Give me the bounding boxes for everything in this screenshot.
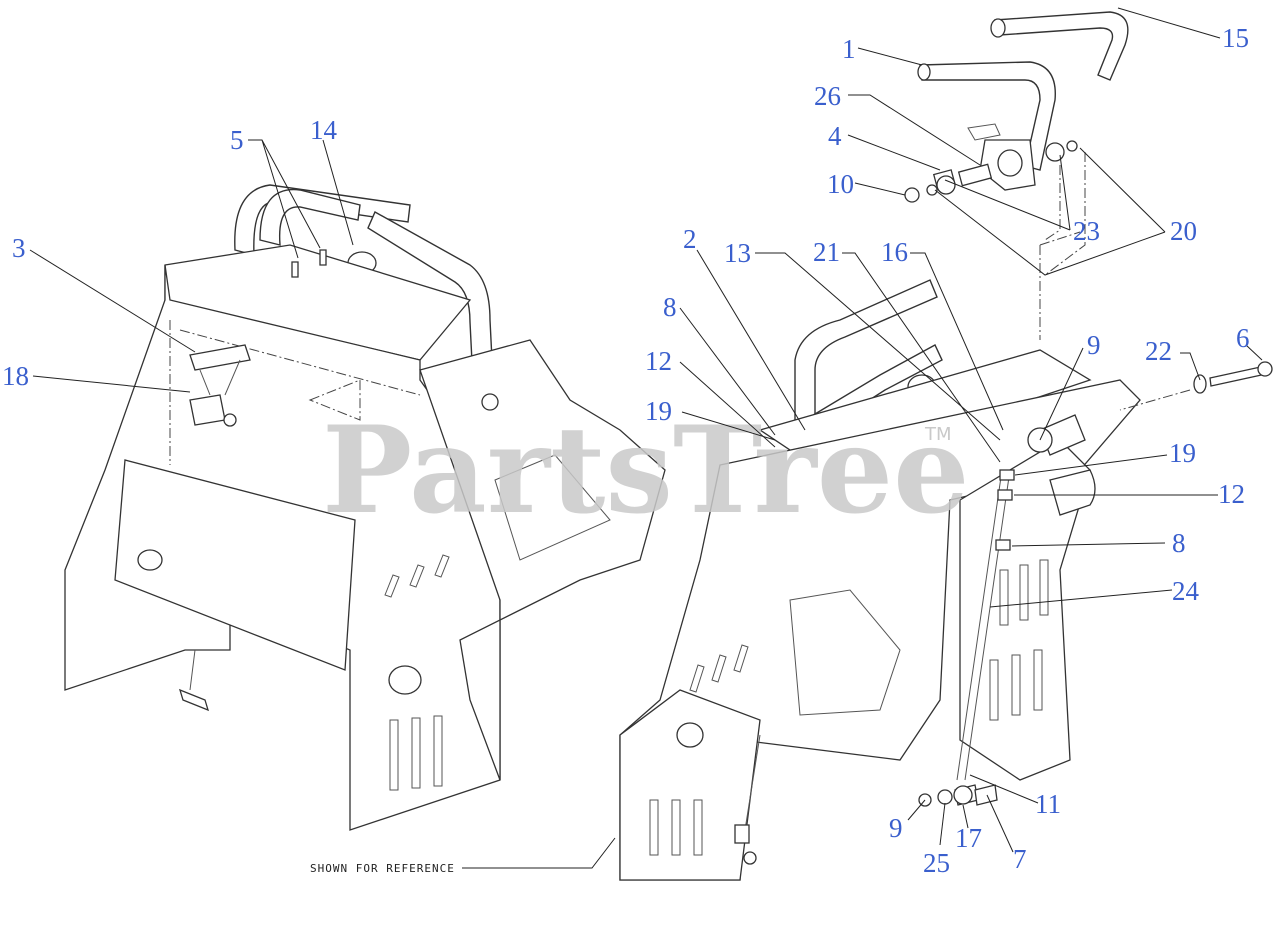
callout-21: 21 (813, 237, 840, 267)
reference-note-text: SHOWN FOR REFERENCE (310, 862, 455, 875)
callout-6: 6 (1236, 323, 1250, 353)
watermark: PartsTree TM (322, 400, 969, 541)
callout-16: 16 (881, 237, 908, 267)
watermark-text: PartsTree (322, 400, 969, 541)
callout-10: 10 (827, 169, 854, 199)
callout-15: 15 (1222, 23, 1249, 53)
callout-8-lower: 8 (1172, 528, 1186, 558)
watermark-tm: TM (924, 424, 952, 445)
callout-25: 25 (923, 848, 950, 878)
callout-26: 26 (814, 81, 841, 111)
callout-18: 18 (2, 361, 29, 391)
reference-note: SHOWN FOR REFERENCE (310, 837, 616, 875)
callout-12-lower: 12 (1218, 479, 1245, 509)
callout-4: 4 (828, 121, 842, 151)
callout-11: 11 (1035, 789, 1061, 819)
callout-17: 17 (955, 823, 982, 853)
callout-23: 23 (1073, 216, 1100, 246)
callout-labels: 1 2 3 4 5 6 7 8 8 9 9 10 11 12 12 13 14 … (2, 23, 1250, 878)
callout-19-upper: 19 (645, 396, 672, 426)
callout-14: 14 (310, 115, 338, 145)
callout-3: 3 (12, 233, 26, 263)
right-frame-assembly (619, 231, 1273, 881)
callout-13: 13 (724, 238, 751, 268)
callout-7: 7 (1013, 844, 1027, 874)
left-frame-assembly (64, 184, 666, 831)
leader-lines (29, 7, 1263, 853)
callout-22: 22 (1145, 336, 1172, 366)
callout-19-lower: 19 (1169, 438, 1196, 468)
callout-9-upper: 9 (1087, 330, 1101, 360)
callout-2: 2 (683, 224, 697, 254)
callout-9-lower: 9 (889, 813, 903, 843)
callout-8-upper: 8 (663, 292, 677, 322)
callout-20: 20 (1170, 216, 1197, 246)
callout-24: 24 (1172, 576, 1200, 606)
callout-1: 1 (842, 34, 856, 64)
exploded-handle-assembly (904, 11, 1129, 276)
callout-12-upper: 12 (645, 346, 672, 376)
callout-5: 5 (230, 125, 244, 155)
